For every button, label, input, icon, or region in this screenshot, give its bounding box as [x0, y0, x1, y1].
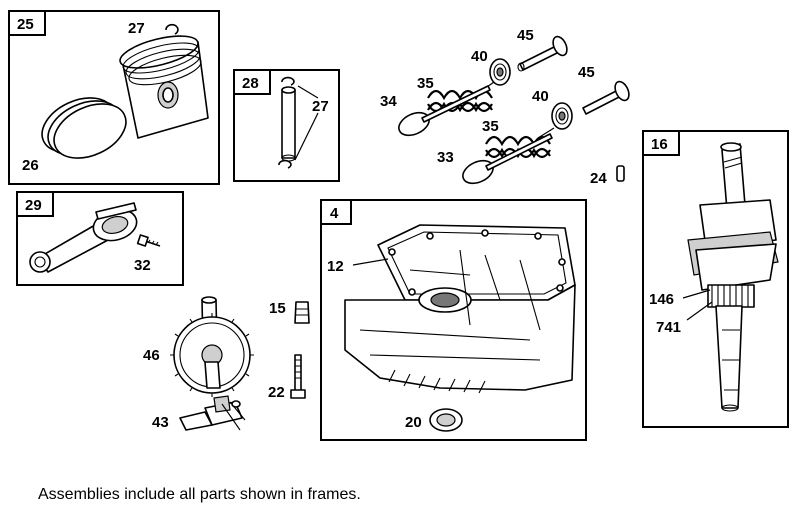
frame-16-tag: 16 [651, 136, 668, 153]
frame-28-piston-pin[interactable]: 28 27 [233, 69, 340, 182]
governor-43 [179, 395, 246, 431]
pin-clip-top [281, 76, 295, 86]
piston-pin [281, 86, 296, 162]
pin-clip-bottom [278, 159, 292, 169]
callout-741-gear: 741 [656, 319, 681, 336]
callout-45-lower: 45 [578, 64, 595, 81]
callout-43-governor: 43 [152, 414, 169, 431]
bolt-22 [290, 354, 306, 399]
callout-40-lower: 40 [532, 88, 549, 105]
callout-26-rings: 26 [22, 157, 39, 174]
callout-34-valve: 34 [380, 93, 397, 110]
callout-35-lower: 35 [482, 118, 499, 135]
piston-rings [41, 97, 127, 159]
callout-24-pin: 24 [590, 170, 607, 187]
valve-group-lower: 45 40 35 33 [437, 64, 630, 185]
callout-45-upper: 45 [517, 27, 534, 44]
sump-housing [344, 224, 576, 394]
valve-45-upper [517, 35, 568, 72]
connecting-rod [29, 202, 138, 273]
callout-27-pin: 27 [312, 98, 329, 115]
callout-20-seal: 20 [405, 414, 422, 431]
callout-35-upper: 35 [417, 75, 434, 92]
crankshaft [687, 142, 779, 412]
plug-15 [294, 301, 310, 324]
frame-4-sump-assembly[interactable]: 4 12 20 [320, 199, 587, 441]
callout-40-upper: 40 [471, 48, 488, 65]
spring-35-upper [427, 81, 495, 113]
frame-29-tag: 29 [25, 197, 42, 214]
footnote-text: Assemblies include all parts shown in fr… [38, 486, 361, 503]
frame-16-crankshaft[interactable]: 16 146 741 [642, 130, 789, 428]
retainer-40-lower [551, 102, 573, 130]
rod-bolt [136, 234, 161, 247]
frame-25-tag: 25 [17, 16, 34, 33]
callout-22-bolt: 22 [268, 384, 285, 401]
frame-25-piston-assembly[interactable]: 25 27 26 [8, 10, 220, 185]
frame-29-connecting-rod[interactable]: 29 32 [16, 191, 184, 286]
frame-4-tag: 4 [330, 205, 339, 222]
callout-15-plug: 15 [269, 300, 286, 317]
oil-seal-20 [429, 408, 463, 432]
frame-28-tag: 28 [242, 75, 259, 92]
callout-27-piston: 27 [128, 20, 145, 37]
retainer-40-upper [489, 58, 511, 86]
callout-146-key: 146 [649, 291, 674, 308]
valve-group-upper: 45 40 35 34 [380, 27, 568, 137]
callout-12-gasket: 12 [327, 258, 344, 275]
dowel-pin-24 [616, 165, 625, 182]
valve-34 [398, 85, 491, 137]
piston [119, 35, 209, 139]
callout-46-camshaft: 46 [143, 347, 160, 364]
valve-33 [462, 133, 553, 185]
callout-32-bolt: 32 [134, 257, 151, 274]
piston-pin-clip [165, 23, 179, 35]
valve-45-lower [582, 80, 630, 115]
camshaft-46 [170, 296, 254, 397]
callout-33-valve: 33 [437, 149, 454, 166]
